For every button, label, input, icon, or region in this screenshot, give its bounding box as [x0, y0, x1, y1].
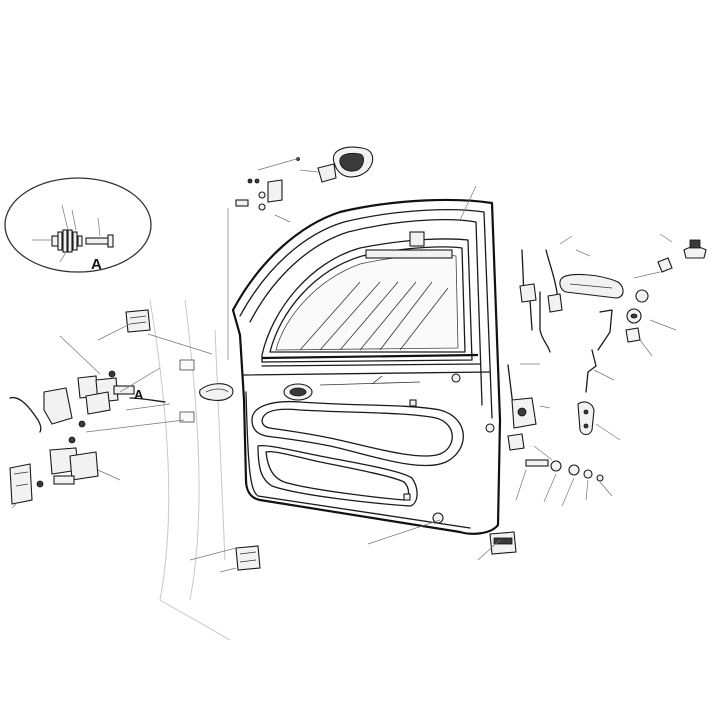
side-mirror-assembly	[227, 146, 374, 360]
striker-plate	[577, 401, 595, 436]
lower-hinge-assembly	[9, 447, 99, 505]
leader-lines	[11, 185, 677, 573]
door-shell	[199, 198, 502, 535]
door-latch-mechanism	[507, 397, 537, 451]
panel-fastener-a	[179, 359, 195, 371]
trim-clip-upper	[125, 309, 151, 333]
vehicle-body-ghost	[149, 299, 231, 641]
lock-cylinder	[657, 239, 707, 273]
panel-fastener-b	[179, 411, 195, 423]
section-a-marker: A	[134, 387, 144, 402]
detail-a-label: A	[91, 256, 102, 273]
striker-bolt-kit	[525, 459, 604, 482]
outer-handle-assembly	[559, 273, 649, 343]
latch-rods	[507, 249, 613, 415]
weatherstrip-clip	[489, 531, 517, 555]
upper-hinge-assembly	[9, 370, 166, 444]
hinge-pin-detail	[51, 229, 114, 253]
detail-a-callout	[4, 177, 152, 273]
trim-clip-lower	[235, 545, 261, 571]
